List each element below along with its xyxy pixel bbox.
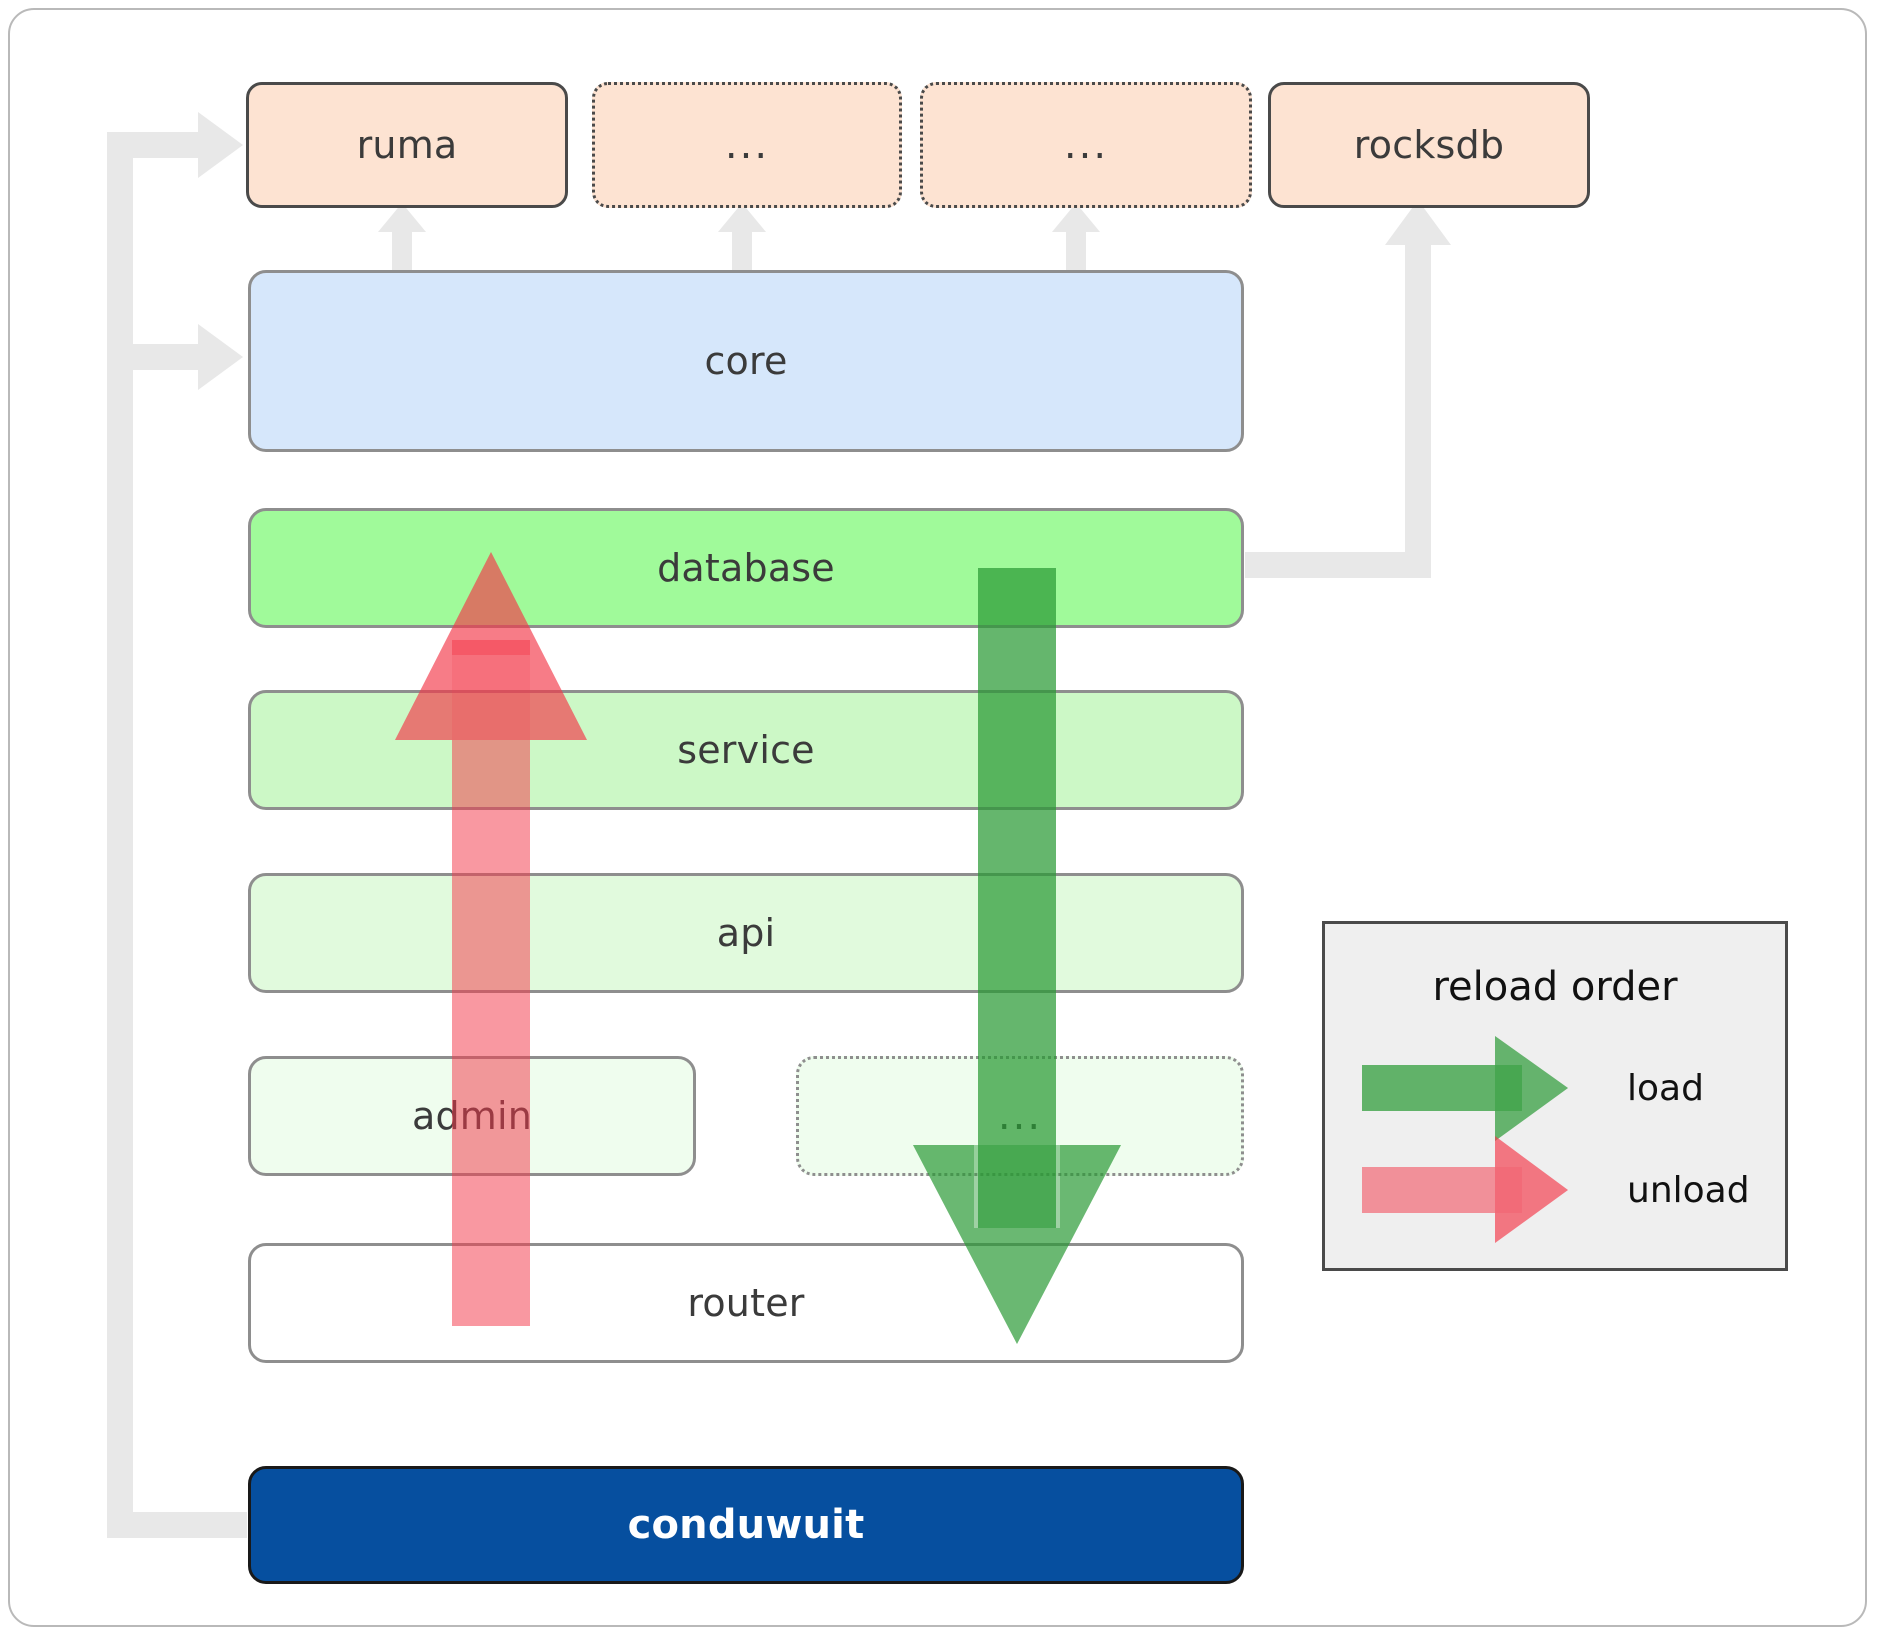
node-database[interactable]: database xyxy=(248,508,1244,628)
node-core-label: core xyxy=(704,339,788,383)
node-layer-placeholder[interactable]: ... xyxy=(796,1056,1244,1176)
node-ruma-label: ruma xyxy=(356,123,458,167)
node-core[interactable]: core xyxy=(248,270,1244,452)
node-api[interactable]: api xyxy=(248,873,1244,993)
node-router[interactable]: router xyxy=(248,1243,1244,1363)
node-conduwuit[interactable]: conduwuit xyxy=(248,1466,1244,1584)
node-admin-label: admin xyxy=(411,1094,533,1138)
node-api-label: api xyxy=(716,911,776,955)
node-conduwuit-label: conduwuit xyxy=(627,1502,865,1548)
node-ruma[interactable]: ruma xyxy=(246,82,568,208)
node-ext-placeholder-1[interactable]: ... xyxy=(592,82,902,208)
legend-label-unload: unload xyxy=(1627,1170,1750,1211)
node-service-label: service xyxy=(677,728,815,772)
node-database-label: database xyxy=(657,546,835,590)
node-layer-placeholder-label: ... xyxy=(997,1093,1043,1139)
node-admin[interactable]: admin xyxy=(248,1056,696,1176)
node-ext-placeholder-2[interactable]: ... xyxy=(920,82,1252,208)
node-ext-placeholder-1-label: ... xyxy=(724,122,770,168)
node-rocksdb-label: rocksdb xyxy=(1353,123,1505,167)
legend-label-load: load xyxy=(1627,1068,1704,1109)
node-rocksdb[interactable]: rocksdb xyxy=(1268,82,1590,208)
node-service[interactable]: service xyxy=(248,690,1244,810)
node-ext-placeholder-2-label: ... xyxy=(1063,122,1109,168)
node-router-label: router xyxy=(687,1281,805,1325)
legend-panel: reload order xyxy=(1322,921,1788,1271)
legend-title: reload order xyxy=(1432,964,1678,1010)
